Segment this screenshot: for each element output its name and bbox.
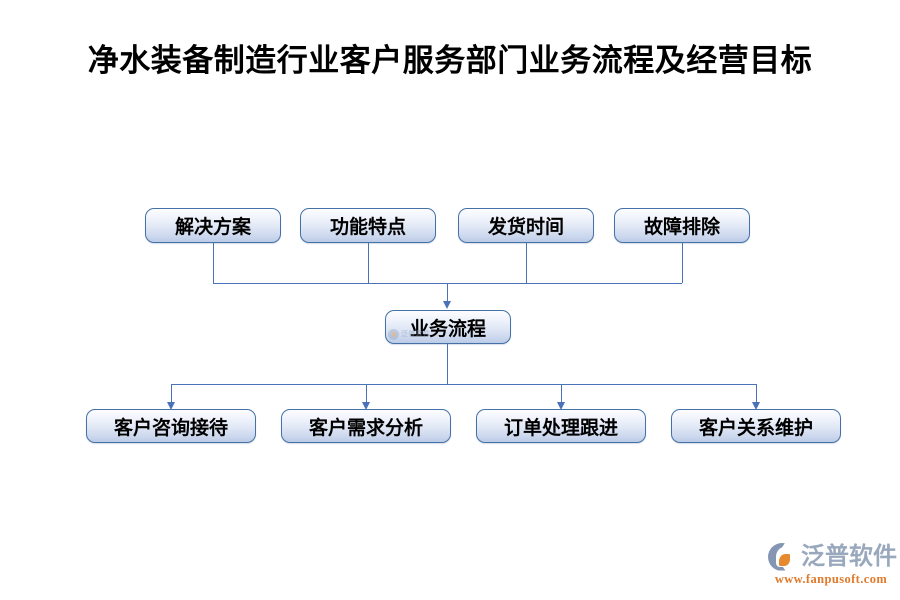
flow-node-solution[interactable]: 解决方案 [145, 208, 281, 243]
connector-troubleshooting-stem [682, 243, 683, 283]
connector-order-drop [561, 384, 562, 404]
fanpu-logo-icon [768, 542, 798, 572]
brand-name: 泛普软件 [801, 543, 897, 570]
flow-node-label: 客户关系维护 [698, 417, 813, 439]
connector-features-stem [368, 243, 369, 283]
flow-node-label: 业务流程 [409, 318, 486, 340]
connector-solution-stem [213, 243, 214, 283]
connector-hub-outflow-stem [447, 344, 448, 384]
flow-node-features[interactable]: 功能特点 [300, 208, 436, 243]
brand-logo: 泛普软件 www.fanpusoft.com [768, 540, 897, 590]
arrowhead-demand [362, 402, 370, 410]
flow-node-label: 发货时间 [487, 217, 564, 238]
arrowhead-consult [167, 402, 175, 410]
arrowhead-hub-inflow [443, 301, 451, 309]
flow-node-label: 客户咨询接待 [113, 417, 228, 439]
flow-node-label: 订单处理跟进 [503, 417, 618, 439]
connector-delivery-stem [526, 243, 527, 283]
flow-node-label: 客户需求分析 [308, 417, 423, 439]
arrowhead-order [557, 402, 565, 410]
flow-node-demand-analysis[interactable]: 客户需求分析 [281, 409, 451, 443]
flow-node-troubleshooting[interactable]: 故障排除 [614, 208, 750, 243]
connector-hub-inflow [447, 283, 448, 303]
flow-node-business-process[interactable]: 业务流程 [385, 310, 511, 344]
flow-node-customer-consultation[interactable]: 客户咨询接待 [86, 409, 256, 443]
brand-url: www.fanpusoft.com [774, 572, 888, 586]
brand-logo-row: 泛普软件 [768, 540, 897, 573]
flow-node-order-processing[interactable]: 订单处理跟进 [476, 409, 646, 443]
flow-node-label: 功能特点 [329, 217, 406, 238]
page-title: 净水装备制造行业客户服务部门业务流程及经营目标 [87, 43, 813, 78]
connector-bottom-bus [171, 384, 756, 385]
connector-demand-drop [366, 384, 367, 404]
flow-node-label: 故障排除 [643, 217, 720, 238]
flow-node-label: 解决方案 [174, 217, 251, 238]
flow-node-delivery-time[interactable]: 发货时间 [458, 208, 594, 243]
connector-consult-drop [171, 384, 172, 404]
arrowhead-relation [752, 402, 760, 410]
flow-node-relationship-maintenance[interactable]: 客户关系维护 [671, 409, 841, 443]
connector-relation-drop [756, 384, 757, 404]
